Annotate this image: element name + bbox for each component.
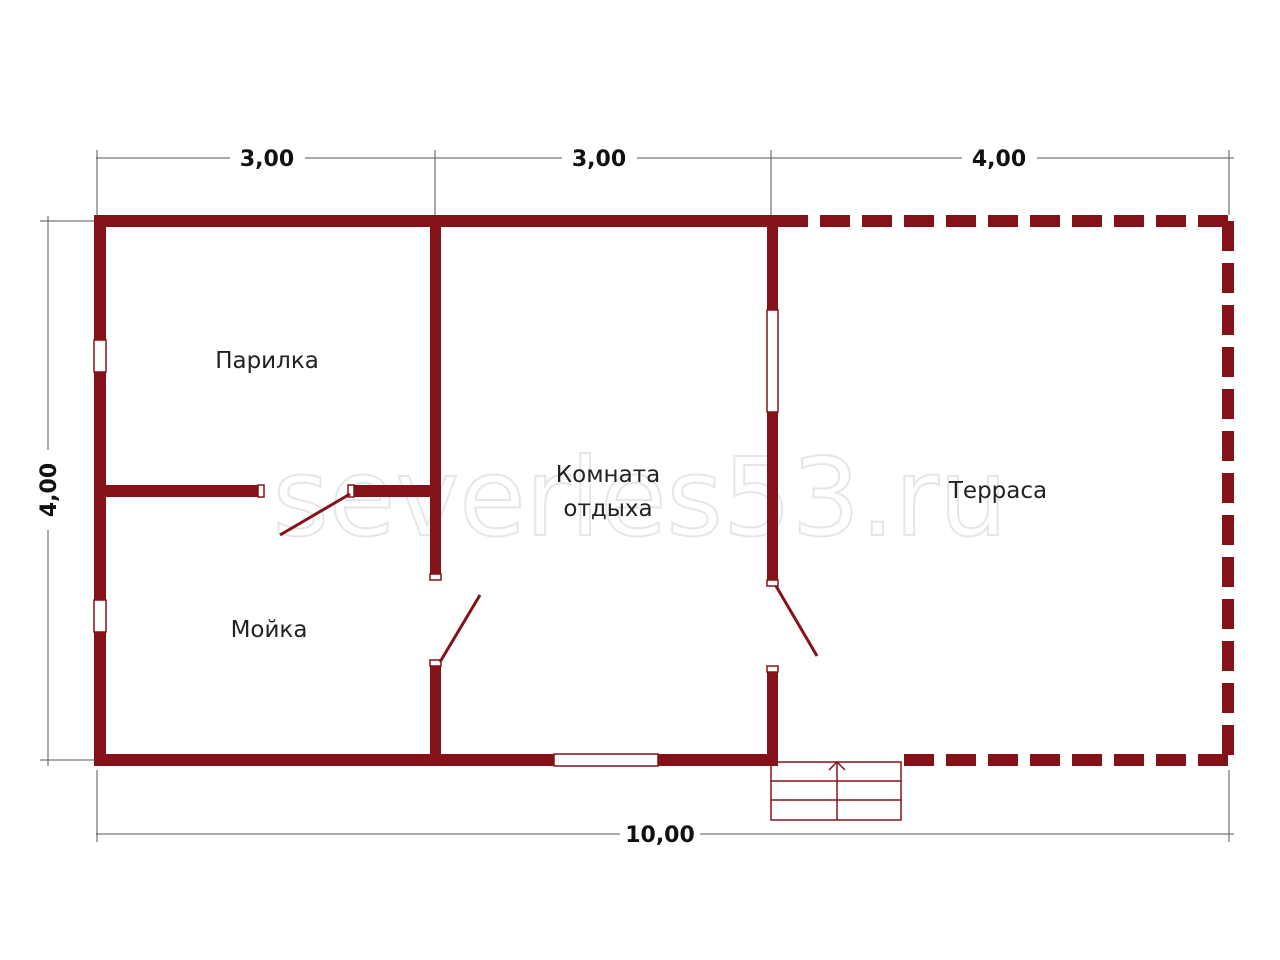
room-label-rest-room-line2: отдыха (563, 496, 652, 522)
dimension-top-middle: 3,00 (572, 147, 626, 172)
dimension-top-right: 4,00 (972, 147, 1026, 172)
room-label-steam-room: Парилка (215, 348, 319, 374)
room-label-washroom: Мойка (231, 617, 308, 643)
room-label-terrace: Терраса (948, 478, 1047, 504)
room-label-rest-room-line1: Комната (556, 462, 660, 488)
entrance-stairs (770, 760, 902, 821)
doors (257, 484, 819, 673)
watermark: severles53.ru (273, 436, 1008, 561)
dimension-bottom-total: 10,00 (625, 823, 695, 848)
windows (93, 309, 779, 767)
dimension-top-left: 3,00 (240, 147, 294, 172)
terrace-outline (778, 215, 1234, 766)
dimension-left-height: 4,00 (37, 463, 62, 517)
